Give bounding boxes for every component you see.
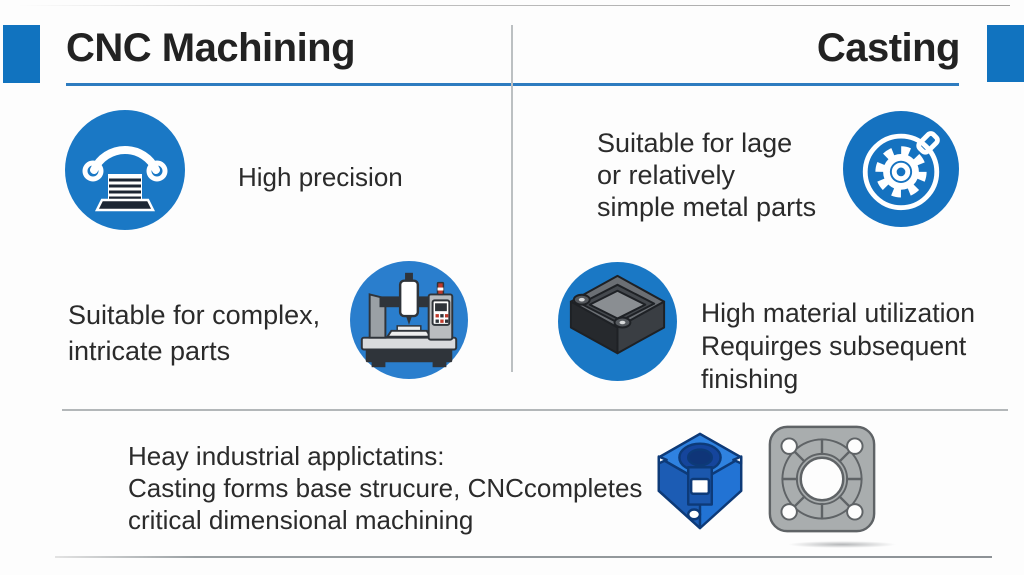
accent-square-right [987,25,1024,82]
flange-plate-glyph [768,425,876,533]
machined-part-glyph [657,432,743,530]
complex-parts-line2: intricate parts [68,336,231,366]
footer-summary-text: Heay industrial applictatins: Casting fo… [128,440,642,536]
bottom-rule [55,556,992,558]
material-utilization-label: High material utilization Requirges subs… [701,297,975,396]
section-divider [62,409,1008,411]
complex-parts-label: Suitable for complex, intricate parts [68,297,320,369]
vertical-divider [511,25,513,372]
machined-part-icon [650,428,750,534]
casting-title: Casting [816,26,961,70]
flange-plate-icon [766,422,878,536]
top-hairline [18,5,1010,6]
large-parts-line1: Suitable for lage [597,128,793,158]
accent-square-left [3,25,40,83]
footer-line3: critical dimensional machining [128,505,474,535]
complex-parts-line1: Suitable for complex, [68,300,321,330]
flange-shadow [788,541,896,548]
cnc-machining-title: CNC Machining [66,26,356,70]
material-utilization-line1: High material utilization [701,298,975,328]
large-parts-line2: or relatively [597,160,736,190]
gear-glyph [862,131,940,211]
high-precision-label: High precision [238,162,403,192]
material-utilization-line2: Requirges subsequent [701,331,967,361]
large-parts-line3: simple metal parts [597,192,817,222]
material-utilization-line3: finishing [701,364,799,394]
cnc-machine-glyph [360,272,458,368]
precision-gauge-glyph [82,146,168,212]
gear-icon [843,111,959,227]
cnc-machine-icon [350,261,468,379]
precision-gauge-icon [65,110,185,230]
footer-line1: Heay industrial applictatins: [128,441,445,471]
casting-mold-glyph [569,274,666,355]
large-parts-label: Suitable for lage or relatively simple m… [597,127,816,223]
footer-line2: Casting forms base strucure, CNCcomplete… [128,473,643,503]
casting-mold-icon [558,262,677,381]
